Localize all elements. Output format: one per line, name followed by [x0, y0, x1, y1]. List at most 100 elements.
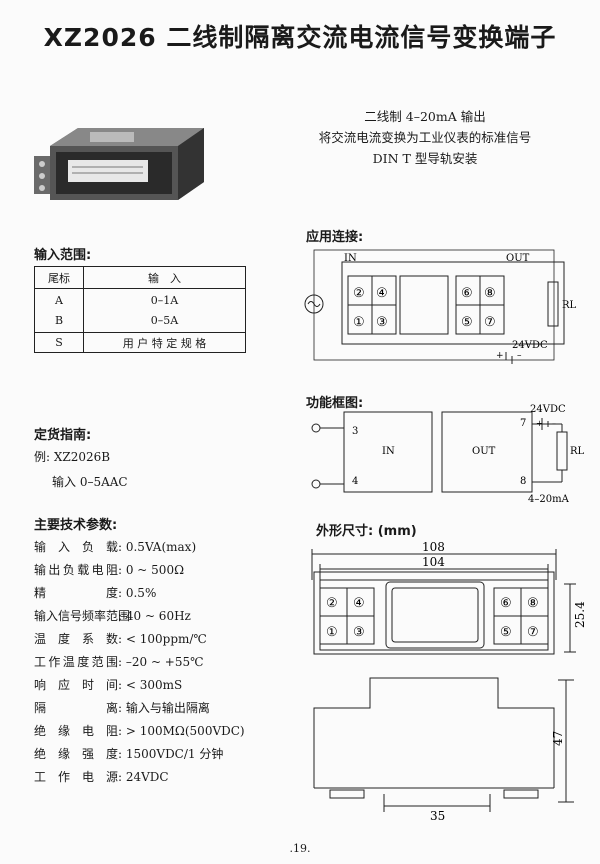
- conn-supply-label: 24VDC: [512, 340, 548, 351]
- ordering-heading: 定货指南:: [34, 428, 92, 443]
- dim-25-4: 25.4: [573, 601, 587, 628]
- param-key: 绝缘强度: [34, 747, 118, 761]
- param-row: 绝缘电阻: > 100MΩ(500VDC): [34, 720, 245, 743]
- dim-104: 104: [422, 555, 445, 569]
- fn-in-label: IN: [382, 446, 395, 457]
- param-key: 温度系数: [34, 632, 118, 646]
- param-value: : < 100ppm/℃: [118, 632, 207, 646]
- page-number: .19.: [289, 842, 311, 855]
- param-row: 隔离: 输入与输出隔离: [34, 697, 245, 720]
- col-header-tag: 尾标: [34, 266, 84, 289]
- param-key: 输入信号频率范围: [34, 609, 131, 623]
- connection-diagram: IN OUT RL 24VDC + – ② ④ ① ③ ⑥ ⑧ ⑤ ⑦: [304, 249, 577, 364]
- param-row: 响应时间: < 300mS: [34, 674, 245, 697]
- param-value: : 0 ~ 500Ω: [118, 563, 185, 577]
- page-title: XZ2026 二线制隔离交流电流信号变换端子: [43, 23, 557, 52]
- conn-rl-label: RL: [562, 300, 577, 311]
- dim-t7: ⑦: [527, 625, 539, 640]
- param-key: 输出负载电阻: [34, 563, 118, 577]
- conn-t5: ⑤: [461, 315, 473, 330]
- dim-35: 35: [430, 809, 445, 823]
- param-row: 工作温度范围: –20 ~ +55℃: [34, 651, 245, 674]
- param-row: 精度: 0.5%: [34, 582, 245, 605]
- param-row: 温度系数: < 100ppm/℃: [34, 628, 245, 651]
- param-row: 输入负载: 0.5VA(max): [34, 536, 245, 559]
- product-photo: [28, 112, 204, 206]
- dim-t8: ⑧: [527, 596, 539, 611]
- fn-plus: +: [536, 419, 543, 428]
- param-value: : > 100MΩ(500VDC): [118, 724, 245, 738]
- param-key: 工作电源: [34, 770, 118, 784]
- dim-108: 108: [422, 540, 445, 554]
- dim-47: 47: [551, 731, 565, 746]
- value-s: 用 户 特 定 规 格: [83, 332, 246, 353]
- input-range-heading: 输入范围:: [34, 248, 92, 263]
- conn-t4: ④: [376, 286, 388, 301]
- fn-minus: –: [552, 419, 556, 428]
- tag-a: A: [55, 293, 63, 307]
- fn-out-label: OUT: [472, 446, 496, 457]
- conn-t6: ⑥: [461, 286, 473, 301]
- value-cell: 0–1A 0–5A: [83, 288, 246, 333]
- param-value: : 0.5VA(max): [118, 540, 197, 554]
- conn-t8: ⑧: [484, 286, 496, 301]
- param-key: 工作温度范围: [34, 655, 118, 669]
- params-heading: 主要技术参数:: [34, 518, 118, 533]
- tag-cell: A B: [34, 288, 84, 333]
- dim-t4: ④: [353, 596, 365, 611]
- ordering-input: 输入 0–5AAC: [52, 475, 128, 489]
- conn-out-label: OUT: [506, 253, 530, 264]
- ordering-example: 例: XZ2026B: [34, 450, 111, 464]
- fn-supply-label: 24VDC: [530, 404, 566, 415]
- param-value: : 1500VDC/1 分钟: [118, 747, 224, 761]
- tag-s: S: [34, 332, 84, 353]
- input-range-table: 尾标 输 入 A B 0–1A 0–5A S 用 户 特 定 规 格: [34, 266, 246, 353]
- conn-minus: –: [517, 351, 522, 361]
- fn-rl-label: RL: [570, 446, 585, 457]
- param-value: : < 300mS: [118, 678, 183, 692]
- conn-plus: +: [496, 351, 504, 361]
- conn-t2: ②: [353, 286, 365, 301]
- param-key: 绝缘电阻: [34, 724, 118, 738]
- function-diagram: 3 4 7 8 IN OUT 24VDC + – RL 4–20mA: [311, 404, 585, 505]
- param-value: : 0.5%: [118, 586, 157, 600]
- conn-t3: ③: [376, 315, 388, 330]
- tag-b: B: [54, 313, 64, 327]
- conn-t7: ⑦: [484, 315, 496, 330]
- fn-pin-7: 7: [520, 418, 526, 429]
- dim-t6: ⑥: [500, 596, 512, 611]
- param-key: 响应时间: [34, 678, 118, 692]
- intro-line-2: 将交流电流变换为工业仪表的标准信号: [318, 130, 532, 145]
- param-row: 输入信号频率范围: 40 ~ 60Hz: [34, 605, 245, 628]
- param-row: 输出负载电阻: 0 ~ 500Ω: [34, 559, 245, 582]
- param-row: 工作电源: 24VDC: [34, 766, 245, 789]
- dim-t1: ①: [326, 625, 338, 640]
- intro-line-1: 二线制 4–20mA 输出: [364, 109, 486, 124]
- param-value: : 40 ~ 60Hz: [118, 609, 191, 623]
- connection-heading: 应用连接:: [306, 230, 364, 245]
- param-value: : 24VDC: [118, 770, 169, 784]
- intro-block: 二线制 4–20mA 输出 将交流电流变换为工业仪表的标准信号 DIN T 型导…: [290, 106, 560, 169]
- param-value: : –20 ~ +55℃: [118, 655, 204, 669]
- fn-pin-4: 4: [352, 476, 358, 487]
- value-a: 0–1A: [150, 293, 179, 307]
- dim-t5: ⑤: [500, 625, 512, 640]
- dimensions-drawing: 108 104 25.4 47 35 ② ④ ① ③ ⑥ ⑧ ⑤ ⑦: [311, 540, 587, 823]
- intro-line-3: DIN T 型导轨安装: [372, 151, 478, 166]
- conn-t1: ①: [353, 315, 365, 330]
- param-key: 隔离: [34, 701, 118, 715]
- conn-in-label: IN: [344, 253, 357, 264]
- fn-current-label: 4–20mA: [528, 494, 570, 505]
- param-value: : 输入与输出隔离: [118, 701, 210, 715]
- dimensions-heading: 外形尺寸: (mm): [316, 524, 417, 539]
- function-heading: 功能框图:: [306, 396, 364, 411]
- param-key: 精度: [34, 586, 118, 600]
- dim-t3: ③: [353, 625, 365, 640]
- fn-pin-8: 8: [520, 476, 526, 487]
- param-row: 绝缘强度: 1500VDC/1 分钟: [34, 743, 245, 766]
- value-b: 0–5A: [150, 313, 179, 327]
- fn-pin-3: 3: [352, 426, 358, 437]
- param-key: 输入负载: [34, 540, 118, 554]
- col-header-input: 输 入: [83, 266, 246, 289]
